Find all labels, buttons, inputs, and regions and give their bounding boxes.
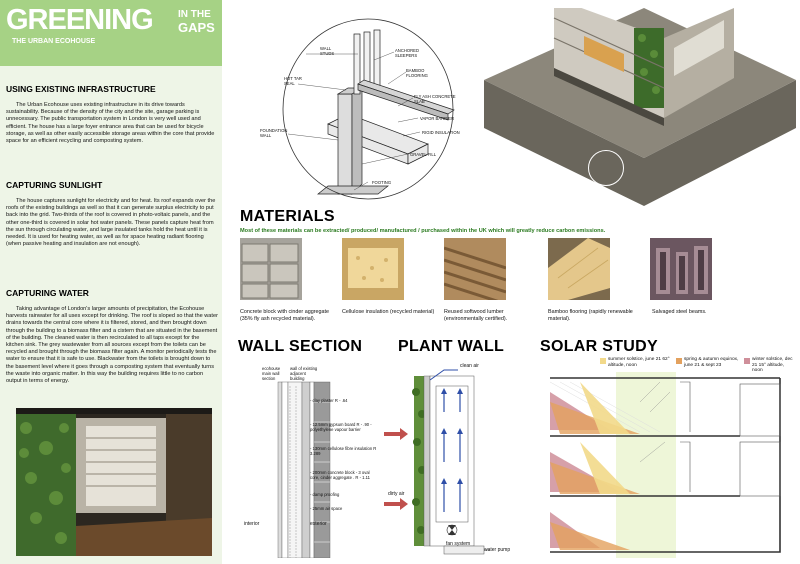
- material-caption: Bamboo flooring (rapidly renewable mater…: [548, 309, 633, 322]
- wall-layer: - clay plaster R - .64: [310, 398, 348, 403]
- wall-layer: - 25mm air space: [310, 506, 343, 511]
- section-body: The Urban Ecohouse uses existing infrast…: [6, 102, 215, 145]
- brand-gaps: GAPS: [178, 20, 215, 35]
- label-gravel-fill: GRAVEL FILL: [410, 152, 437, 157]
- section-body: Taking advantage of London's larger amou…: [6, 306, 218, 385]
- sidebar: GREENING IN THE GAPS THE URBAN ECOHOUSE …: [0, 0, 222, 564]
- legend-winter: winter solstice, dec 21 15° altitude, no…: [752, 357, 793, 373]
- brand-header: GREENING IN THE GAPS THE URBAN ECOHOUSE: [6, 4, 218, 48]
- solar-study-title: SOLAR STUDY: [540, 338, 658, 355]
- brand-subtitle: THE URBAN ECOHOUSE: [12, 38, 96, 45]
- materials-title: MATERIALS: [240, 208, 335, 225]
- material-photo-steel-beams: [650, 238, 712, 300]
- legend-swatch-summer: [600, 358, 606, 364]
- plant-dirty-air-label: dirty air: [388, 491, 405, 497]
- section-heading: CAPTURING WATER: [6, 288, 89, 298]
- interior-photo: [16, 408, 212, 556]
- plant-fan-system-label: fan system: [446, 541, 471, 547]
- detail-callout-circle: [588, 150, 624, 186]
- material-photo-concrete-block: [240, 238, 302, 300]
- section-heading: CAPTURING SUNLIGHT: [6, 180, 103, 190]
- wall-layer: - 130mm cellulose fibre insulation R 3.2…: [310, 446, 377, 456]
- material-photo-bamboo: [548, 238, 610, 300]
- material-caption: Reused softwood lumber (environmentally …: [444, 309, 508, 322]
- material-photo-lumber: [444, 238, 506, 300]
- plant-wall-title: PLANT WALL: [398, 338, 505, 355]
- label-wall-studs: WALL STUDS: [320, 46, 335, 56]
- label-foundation-wall: FOUNDATION WALL: [260, 128, 288, 138]
- brand-title: GREENING: [6, 4, 154, 36]
- section-water: CAPTURING WATER Taking advantage of Lond…: [6, 288, 218, 385]
- material-caption: Salvaged steel beams.: [652, 309, 707, 315]
- wall-section-title: WALL SECTION: [238, 338, 363, 355]
- section-infrastructure: USING EXISTING INFRASTRUCTURE The Urban …: [6, 84, 218, 145]
- label-bamboo-flooring: BAMBOO FLOORING: [406, 68, 428, 78]
- plant-water-pump-label: water pump: [484, 547, 511, 553]
- wall-interior-label: interior: [244, 521, 260, 527]
- label-hot-tar-seal: HOT TAR SEAL: [284, 76, 302, 86]
- material-caption: Concrete block with cinder aggregate (35…: [240, 309, 329, 322]
- section-sunlight: CAPTURING SUNLIGHT The house captures su…: [6, 180, 218, 248]
- legend-summer: summer solstice, june 21 62° altitude, n…: [608, 357, 670, 368]
- wall-exterior-label: exterior: [310, 521, 327, 527]
- wall-col-existing: wall of existing adjacent building: [290, 366, 318, 381]
- label-vapor-barrier: VAPOR BARRIER: [420, 116, 455, 121]
- materials-subtitle: Most of these materials can be extracted…: [240, 228, 606, 234]
- material-caption: Cellulose insulation (recycled material): [342, 309, 435, 315]
- label-anchored-sleepers: ANCHORED SLEEPERS: [395, 48, 419, 58]
- label-rigid-insulation: RIGID INSULATION: [422, 130, 460, 135]
- foundation-detail-drawing: [282, 18, 455, 200]
- building-cutaway-render: [484, 8, 796, 206]
- section-heading: USING EXISTING INFRASTRUCTURE: [6, 84, 156, 94]
- wall-layer: - 200mm concrete block - 3 oval core, ci…: [310, 470, 370, 480]
- material-photo-cellulose: [342, 238, 404, 300]
- brand-in-the: IN THE: [178, 9, 211, 20]
- legend-equinox: spring & autumn equinox, june 21 & sept …: [684, 357, 739, 368]
- plant-clean-air-label: clean air: [460, 363, 479, 369]
- wall-section-drawing: [277, 381, 331, 558]
- wall-layer: - 12.5mm gypsum board R - .90 - polyethy…: [310, 422, 372, 432]
- label-fly-ash-slab: FLY ASH CONCRETE SLAB: [414, 94, 456, 104]
- wall-layer: - damp proofing: [310, 492, 340, 497]
- label-footing: FOOTING: [372, 180, 392, 185]
- plant-wall-drawing: [384, 369, 490, 555]
- section-body: The house captures sunlight for electric…: [6, 198, 216, 248]
- legend-swatch-equinox: [676, 358, 682, 364]
- legend-swatch-winter: [744, 358, 750, 364]
- solar-study-drawing: [549, 372, 781, 558]
- wall-col-ecohouse: ecohouse main wall section: [262, 366, 281, 381]
